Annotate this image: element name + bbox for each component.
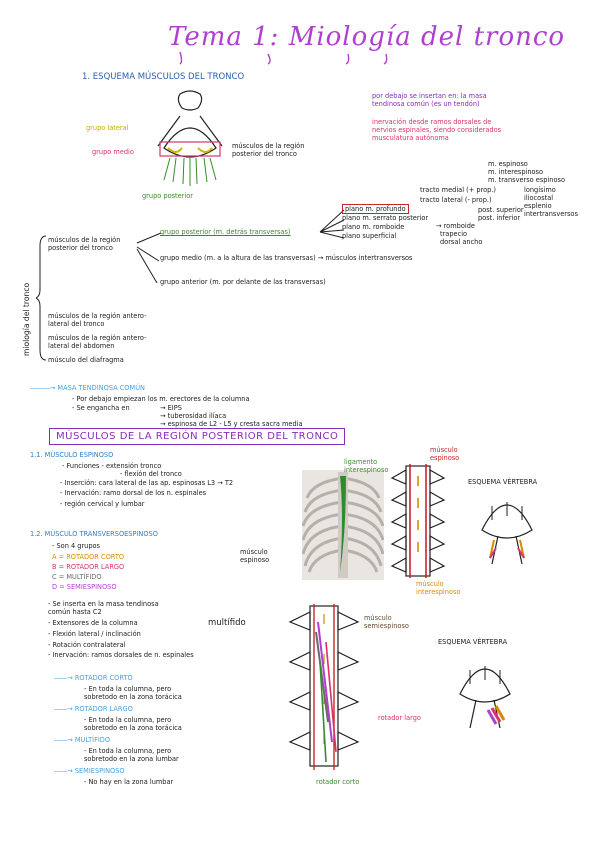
sub1-line-2: - flexión del tronco — [120, 470, 182, 478]
sub1-line-1: - Funciones - extensión tronco — [62, 462, 162, 470]
sub1-heading: 1.1. MÚSCULO ESPINOSO — [30, 451, 114, 459]
vertebra-scheme-1 — [481, 502, 533, 565]
label-rotador-largo: rotador largo — [378, 714, 421, 722]
ribcage-illustration — [302, 470, 384, 580]
target-dorsal-ancho: dorsal ancho — [440, 238, 483, 246]
tree-root: miología del tronco — [22, 282, 31, 356]
label-esquema-vertebra-2: ESQUEMA VÉRTEBRA — [438, 638, 508, 646]
tree-arrows — [136, 232, 162, 284]
sub2-line-3: - Flexión lateral / inclinación — [48, 630, 141, 638]
tree-branch-anterolateral-tronco: músculos de la región antero-lateral del… — [48, 312, 147, 328]
box-heading: MÚSCULOS DE LA REGIÓN POSTERIOR DEL TRON… — [49, 428, 346, 445]
sub2-line-5: - Inervación: ramos dorsales de n. espin… — [48, 651, 194, 659]
title-underline — [179, 51, 388, 65]
sub1-line-4: - Inervación: ramo dorsal de los n. espi… — [60, 489, 207, 497]
note-masa-tendinosa: por debajo se insertan en: la masa tendi… — [372, 92, 487, 108]
sub2-intro: - Son 4 grupos — [52, 542, 100, 550]
tree-branch-anterolateral-abdomen: músculos de la región antero-lateral del… — [48, 334, 147, 350]
detail-text-rotador-largo: - En toda la columna, pero sobretodo en … — [84, 716, 182, 732]
tract-lateral-item-1: longísimo — [524, 186, 556, 194]
plane-serrato: plano m. serrato posterior — [342, 214, 429, 222]
sub2-group-b: B = ROTADOR LARGO — [52, 563, 125, 571]
masa-line-4: → tuberosidad ilíaca — [160, 412, 227, 420]
vertebra-top-diagram — [157, 90, 223, 186]
tree-branch-posterior: músculos de la región posterior del tron… — [48, 236, 121, 252]
sub2-group-a: A = ROTADOR CORTO — [52, 553, 125, 561]
label-ligamento: ligamento interespinoso — [344, 458, 389, 474]
sub2-line-1: - Se inserta en la masa tendinosa común … — [48, 600, 159, 616]
sub2-group-d: D = SEMIESPINOSO — [52, 583, 117, 591]
label-grupo-medio: grupo medio — [92, 148, 134, 156]
label-grupo-lateral: grupo lateral — [86, 124, 129, 132]
masa-line-1: - Por debajo empiezan los m. erectores d… — [72, 395, 250, 403]
masa-heading: ―――→ MASA TENDINOSA COMÚN — [30, 384, 145, 392]
target-trapecio: trapecio — [440, 230, 468, 238]
label-musculo-espinoso-2: músculo espinoso — [430, 446, 460, 462]
target-post-inferior: post. inferior — [478, 214, 521, 222]
label-multifido: multífido — [208, 618, 246, 628]
plane-profundo: plano m. profundo — [342, 204, 409, 214]
sub1-line-3: - Inserción: cara lateral de las ap. esp… — [60, 479, 234, 487]
masa-line-5: → espinosa de L2 - L5 y cresta sacra med… — [160, 420, 303, 428]
group-medio: grupo medio (m. a la altura de las trans… — [160, 254, 413, 262]
sub2-line-4: - Rotación contralateral — [48, 641, 126, 649]
label-region-posterior: músculos de la región posterior del tron… — [232, 142, 305, 158]
target-post-superior: post. superior — [478, 206, 524, 214]
sub2-heading: 1.2. MÚSCULO TRANSVERSOESPINOSO — [30, 530, 158, 538]
label-esquema-vertebra: ESQUEMA VÉRTEBRA — [468, 478, 538, 486]
tract-medial-item-2: m. interespinoso — [488, 168, 544, 176]
note-inervacion: inervación desde ramos dorsales de nervi… — [372, 118, 502, 142]
spine-diagram-1 — [390, 464, 446, 578]
tract-medial-item-1: m. espinoso — [488, 160, 528, 168]
tract-medial: tracto medial (+ prop.) — [420, 186, 496, 194]
tract-lateral: tracto lateral (- prop.) — [420, 196, 492, 204]
plane-romboide: plano m. romboide — [342, 223, 405, 231]
group-posterior: grupo posterior (m. detrás transversas) — [160, 228, 291, 236]
detail-heading-rotador-corto: ――→ ROTADOR CORTO — [54, 674, 133, 682]
label-rotador-corto: rotador corto — [316, 778, 360, 786]
label-musculo-semiespinoso: músculo semiespinoso — [364, 614, 409, 630]
label-musculo-interespinoso: músculo interespinoso — [416, 580, 461, 596]
masa-line-3: → EIPS — [160, 404, 182, 412]
tract-medial-item-3: m. transverso espinoso — [488, 176, 565, 184]
masa-line-2: - Se engancha en — [72, 404, 130, 412]
page-title: Tema 1: Miología del tronco — [168, 22, 566, 52]
tract-lateral-item-3: esplenio — [524, 202, 552, 210]
label-musculo-espinoso: músculo espinoso — [240, 548, 270, 564]
vertebra-scheme-2 — [459, 666, 511, 729]
sub2-line-2: - Extensores de la columna — [48, 619, 138, 627]
plane-superficial: plano superficial — [342, 232, 397, 240]
tree-branch-diafragma: músculo del diafragma — [48, 356, 124, 364]
sub2-group-c: C = MULTÍFIDO — [52, 573, 102, 581]
label-grupo-posterior: grupo posterior — [142, 192, 193, 200]
tract-lateral-item-4: intertransversos — [524, 210, 578, 218]
tree-brace — [36, 235, 47, 361]
detail-text-rotador-corto: - En toda la columna, pero sobretodo en … — [84, 685, 182, 701]
detail-text-semiespinoso: - No hay en la zona lumbar — [84, 778, 174, 786]
group-anterior: grupo anterior (m. por delante de las tr… — [160, 278, 326, 286]
plane-arrows — [319, 209, 345, 239]
section1-heading: 1. ESQUEMA MÚSCULOS DEL TRONCO — [82, 72, 245, 82]
detail-heading-semiespinoso: ――→ SEMIESPINOSO — [54, 767, 125, 775]
sub1-line-5: - región cervical y lumbar — [60, 500, 145, 508]
detail-heading-multifido: ――→ MULTÍFIDO — [54, 736, 111, 744]
detail-text-multifido: - En toda la columna, pero sobretodo en … — [84, 747, 179, 763]
detail-heading-rotador-largo: ――→ ROTADOR LARGO — [54, 705, 133, 713]
tract-lateral-item-2: iliocostal — [524, 194, 554, 202]
target-romboide: → romboide — [436, 222, 475, 230]
spine-diagram-2 — [288, 604, 360, 770]
